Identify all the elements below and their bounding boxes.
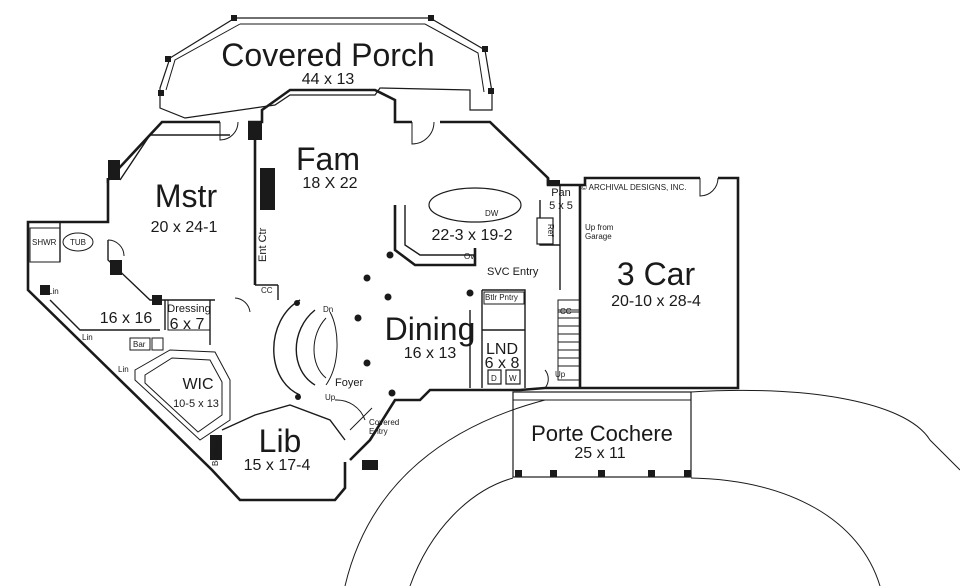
lnd-name: LND	[486, 341, 518, 358]
up-from-garage-label-1: Up from	[585, 223, 614, 232]
porte-cochere-structure	[512, 391, 692, 478]
covered-porch-name: Covered Porch	[221, 37, 434, 73]
lib-size: 15 x 17-4	[244, 457, 311, 474]
ref-label: Ref	[546, 224, 555, 237]
cc-label-2: CC	[560, 307, 572, 316]
door-swings	[107, 121, 719, 389]
up-garage-label: Up	[555, 370, 566, 379]
fam-name: Fam	[296, 141, 360, 177]
cc-label-1: CC	[261, 286, 273, 295]
covered-porch-size: 44 x 13	[302, 71, 355, 88]
svc-entry-label: SVC Entry	[487, 266, 539, 278]
shwr-label: SHWR	[32, 238, 57, 247]
lin-label-2: Lin	[82, 333, 93, 342]
covered-entry-label-2: Entry	[369, 427, 388, 436]
lib-name: Lib	[259, 423, 302, 459]
covered-entry-label-1: Covered	[369, 418, 399, 427]
dressing-size: 6 x 7	[170, 316, 205, 333]
mstr-name: Mstr	[155, 178, 218, 214]
btlr-pntry-label: Btlr Pntry	[485, 293, 518, 302]
three-car-size: 20-10 x 28-4	[611, 293, 701, 310]
interior-walls	[29, 122, 582, 441]
copyright-text: © ARCHIVAL DESIGNS, INC.	[581, 183, 686, 192]
lin-label-1: Lin	[48, 287, 59, 296]
dw-label: DW	[485, 209, 499, 218]
washer-label: W	[509, 374, 517, 383]
dining-size: 16 x 13	[404, 345, 457, 362]
dryer-label: D	[491, 374, 497, 383]
tub-label: TUB	[70, 238, 86, 247]
wic-name: WIC	[182, 376, 213, 393]
lin-label-3: Lin	[118, 365, 129, 374]
dining-name: Dining	[385, 311, 476, 347]
books-label: Books	[211, 444, 220, 466]
bar-label: Bar	[133, 340, 146, 349]
fixture-labels: Ent Ctr CC CC Dn Up Foyer Covered Entry …	[32, 209, 614, 466]
porte-cochere-name: Porte Cochere	[531, 421, 673, 446]
three-car-name: 3 Car	[617, 256, 696, 292]
foyer-label: Foyer	[335, 377, 363, 389]
room-labels: Covered Porch 44 x 13 Fam 18 X 22 Mstr 2…	[100, 37, 701, 474]
porte-cochere-size: 25 x 11	[574, 445, 625, 462]
driveway	[344, 389, 960, 586]
pan-size: 5 x 5	[549, 200, 573, 212]
dressing-name: Dressing	[167, 303, 210, 315]
dn-label: Dn	[323, 305, 333, 314]
mstr-size: 20 x 24-1	[151, 219, 218, 236]
fam-size: 18 X 22	[302, 175, 357, 192]
wic-size: 10-5 x 13	[173, 398, 219, 410]
ent-ctr-label: Ent Ctr	[257, 227, 269, 262]
lnd-size: 6 x 8	[485, 355, 520, 372]
up-from-garage-label-2: Garage	[585, 232, 612, 241]
ov-label: Ov	[464, 252, 474, 261]
covered-porch-outline	[158, 15, 494, 119]
bath-size: 16 x 16	[100, 310, 153, 327]
pan-name: Pan	[551, 187, 571, 199]
columns	[294, 251, 474, 400]
up-stair-label: Up	[325, 393, 336, 402]
kitchen-size: 22-3 x 19-2	[432, 227, 513, 244]
